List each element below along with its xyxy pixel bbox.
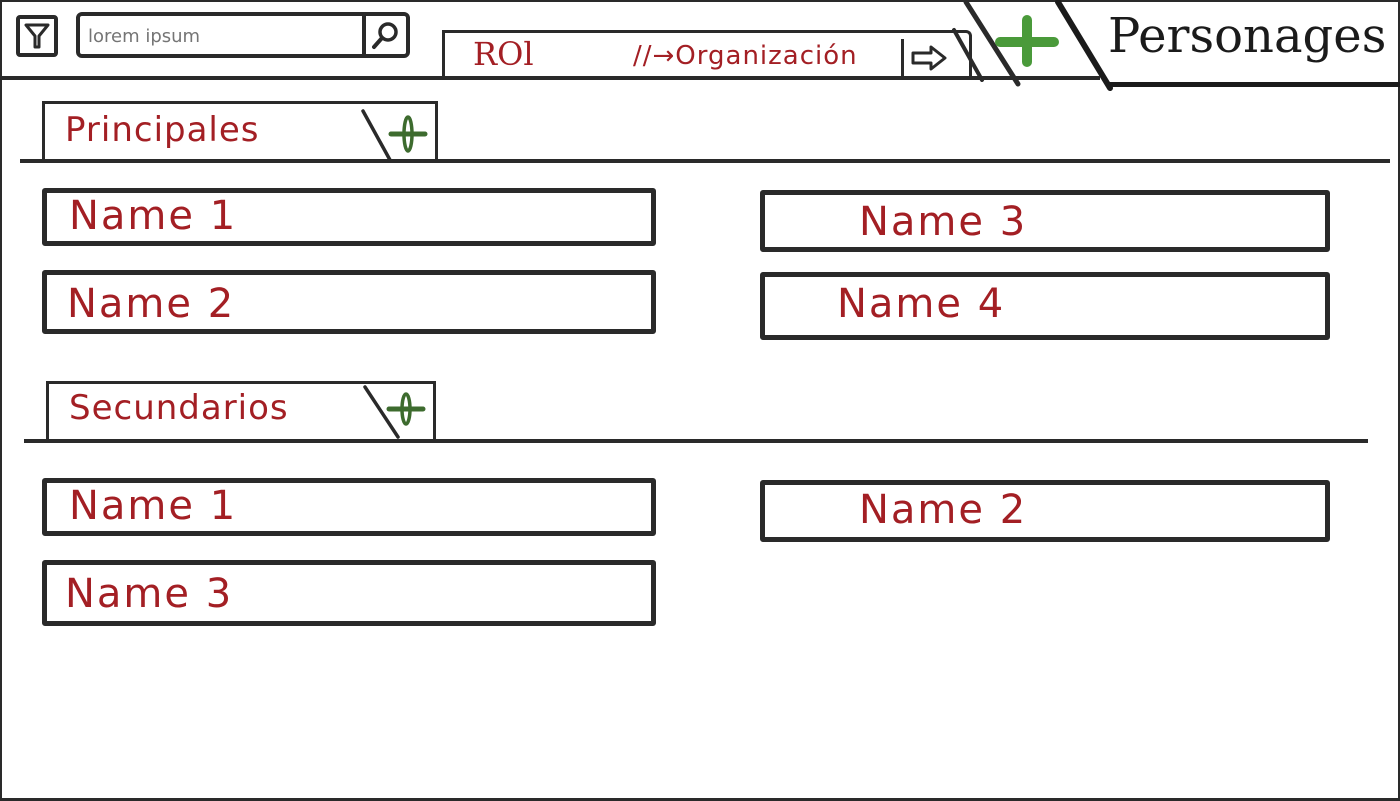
character-card[interactable]: Name 2: [760, 480, 1330, 542]
character-name: Name 2: [67, 281, 236, 327]
tab-rol[interactable]: ROl //→Organización: [442, 30, 972, 78]
character-name: Name 3: [65, 571, 234, 617]
tab-divider-left: [963, 0, 1021, 87]
toolbar-divider: [0, 76, 1100, 80]
section-title: Principales: [65, 110, 260, 150]
plus-icon: [386, 392, 426, 426]
plus-icon: [388, 115, 428, 153]
character-card[interactable]: Name 1: [42, 188, 656, 246]
navigate-button[interactable]: [901, 39, 956, 77]
tab-personages-underline: [1106, 82, 1400, 87]
organizacion-link[interactable]: //→Organización: [633, 41, 858, 71]
character-card[interactable]: Name 3: [760, 190, 1330, 252]
filter-button[interactable]: [16, 15, 58, 57]
section-title: Secundarios: [69, 388, 289, 428]
section-tab-secundarios[interactable]: Secundarios: [46, 381, 436, 439]
character-card[interactable]: Name 3: [42, 560, 656, 626]
filter-icon: [24, 23, 50, 49]
character-name: Name 3: [859, 199, 1028, 245]
search-icon: [372, 22, 398, 49]
tab-personages-label: Personages: [1108, 8, 1387, 64]
section-divider-secundarios: [24, 439, 1368, 443]
character-card[interactable]: Name 2: [42, 270, 656, 334]
add-tab-button[interactable]: [994, 12, 1060, 68]
section-tab-secundarios-edge: [363, 385, 400, 439]
section-tab-principales-edge: [361, 109, 392, 162]
add-principal-button[interactable]: [388, 112, 428, 154]
character-name: Name 1: [69, 483, 238, 529]
search-box: [76, 12, 410, 58]
character-name: Name 2: [859, 487, 1028, 533]
section-divider-principales: [20, 159, 1390, 163]
tab-rol-edge: [952, 28, 984, 82]
plus-icon: [995, 15, 1059, 67]
search-input[interactable]: [86, 20, 368, 52]
character-card[interactable]: Name 1: [42, 478, 656, 536]
character-name: Name 1: [69, 193, 238, 239]
character-card[interactable]: Name 4: [760, 272, 1330, 340]
character-name: Name 4: [837, 281, 1006, 327]
tab-personages[interactable]: Personages: [1090, 0, 1400, 88]
add-secundario-button[interactable]: [386, 390, 426, 428]
search-button[interactable]: [362, 16, 406, 54]
tab-divider-right: [1055, 0, 1113, 91]
tab-rol-label: ROl: [473, 35, 534, 73]
arrow-right-icon: [911, 45, 947, 71]
